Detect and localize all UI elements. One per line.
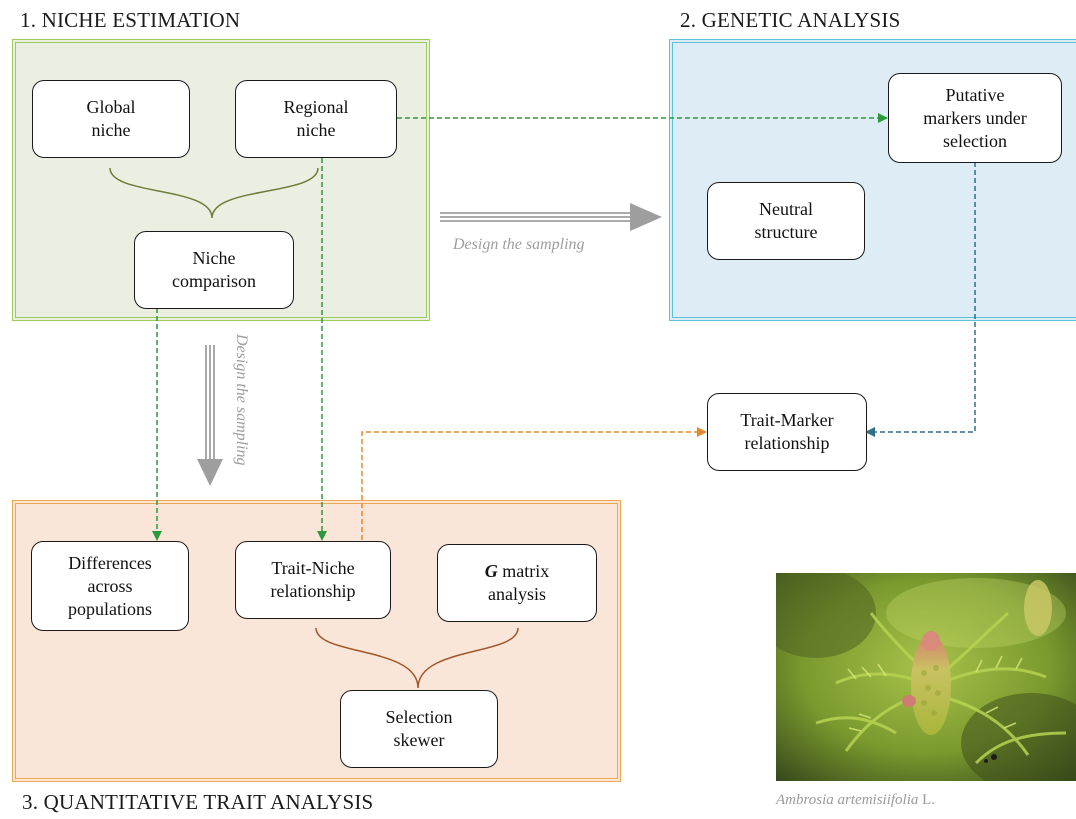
g-matrix-label: matrix analysis [488, 561, 550, 604]
brace-niche [109, 167, 319, 219]
arrow-traitniche-to-traitmarker [361, 427, 707, 540]
brace-trait [315, 627, 519, 689]
photo-caption: Ambrosia artemisiifolia L. [776, 792, 935, 809]
design-sampling-arrow-horizontal [440, 203, 662, 231]
section-title-quantitative-trait-analysis: 3. QUANTITATIVE TRAIT ANALYSIS [22, 790, 374, 814]
ambrosia-image [776, 573, 1076, 781]
g-matrix-node: G matrix analysis [437, 544, 597, 622]
niche-comparison-node: Niche comparison [134, 231, 294, 309]
regional-niche-node: Regional niche [235, 80, 397, 158]
trait-marker-node: Trait-Marker relationship [707, 393, 867, 471]
putative-markers-node: Putative markers under selection [888, 73, 1062, 163]
differences-node: Differences across populations [31, 541, 189, 631]
neutral-structure-node: Neutral structure [707, 182, 865, 260]
arrow-markers-to-traitmarker [865, 162, 976, 437]
g-matrix-symbol: G [484, 561, 498, 581]
photo-caption-species: Ambrosia artemisiifolia [776, 792, 919, 808]
ambrosia-photo [776, 573, 1076, 781]
section-title-niche-estimation: 1. NICHE ESTIMATION [20, 8, 241, 32]
global-niche-node: Global niche [32, 80, 190, 158]
design-sampling-label-horizontal: Design the sampling [452, 236, 585, 253]
section-title-genetic-analysis: 2. GENETIC ANALYSIS [680, 8, 901, 32]
photo-caption-author: L. [918, 792, 936, 808]
trait-niche-node: Trait-Niche relationship [235, 541, 391, 619]
selection-skewer-node: Selection skewer [340, 690, 498, 768]
design-sampling-arrow-vertical [197, 345, 223, 486]
design-sampling-label-vertical: Design the sampling [233, 333, 250, 466]
